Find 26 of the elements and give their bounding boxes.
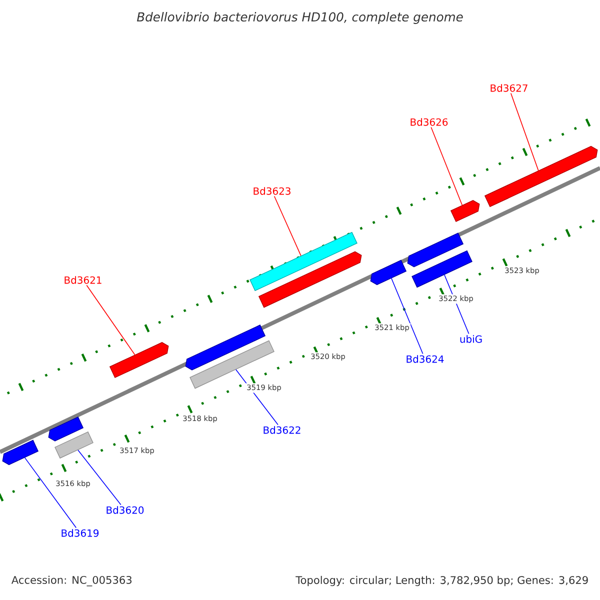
leader-line — [510, 92, 539, 171]
gene-feature — [185, 324, 266, 370]
gene-label: Bd3622 — [264, 426, 300, 434]
gene-feature — [407, 232, 464, 268]
gene-label: Bd3626 — [410, 118, 448, 126]
footer-text: Topology: circular; Length: 3,782,950 bp; Genes: 3,629 — [296, 576, 588, 586]
leader-line — [391, 278, 424, 354]
gene-feature — [370, 260, 407, 286]
leader-line — [24, 457, 77, 528]
gene-feature — [2, 440, 39, 466]
gene-label: Bd3623 — [254, 187, 290, 195]
gene-feature — [250, 232, 358, 292]
leader-line — [430, 126, 463, 206]
gene-label: Bd3627 — [490, 84, 528, 92]
title: Bdellovibrio bacteriovorus HD100, complete genome — [136, 12, 463, 24]
gene-label: Bd3624 — [406, 355, 444, 363]
leader-line — [78, 450, 122, 506]
leader-line — [86, 284, 136, 356]
gene-feature — [48, 416, 84, 442]
gene-label: Bd3620 — [106, 506, 144, 514]
footer-text: Accession: NC_005363 — [11, 576, 132, 586]
gene-feature — [412, 250, 472, 288]
gene-label: Bd3619 — [62, 529, 99, 537]
leader-line — [274, 196, 302, 256]
gene-label: Bd3621 — [64, 276, 102, 284]
gene-label: ubiG — [460, 335, 482, 343]
